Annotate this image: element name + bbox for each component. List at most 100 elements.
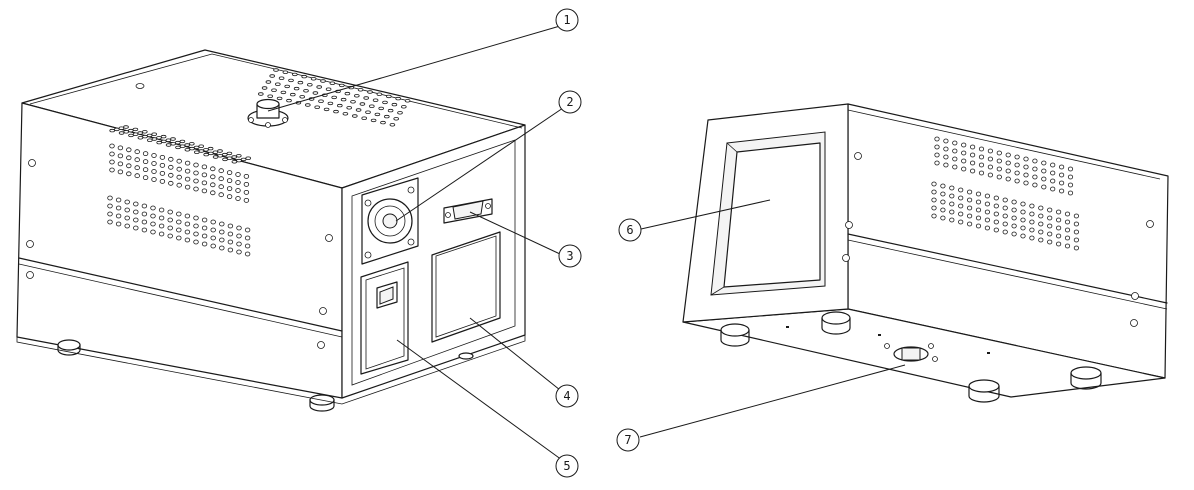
- vent-hole: [245, 156, 252, 160]
- vent-hole: [934, 152, 940, 158]
- vent-hole: [151, 153, 157, 158]
- vent-hole: [395, 96, 402, 101]
- vent-hole: [117, 153, 124, 159]
- vent-hole: [194, 150, 200, 154]
- vent-hole: [931, 197, 937, 203]
- vent-hole: [179, 144, 186, 148]
- vent-hole: [142, 175, 149, 181]
- vent-hole: [165, 138, 172, 142]
- vent-hole: [168, 180, 174, 186]
- vent-hole: [288, 78, 294, 83]
- vent-hole: [966, 213, 973, 219]
- vent-hole: [1056, 241, 1062, 247]
- vent-hole: [949, 185, 955, 191]
- vent-hole: [350, 100, 356, 104]
- vent-hole: [958, 219, 964, 225]
- callout-1-label: 1: [563, 13, 570, 27]
- vent-hole: [1041, 160, 1047, 166]
- callout-3-label: 3: [566, 249, 573, 263]
- vent-hole: [201, 217, 208, 223]
- vent-hole: [176, 158, 182, 164]
- vent-hole: [380, 120, 386, 125]
- vent-hole: [934, 160, 940, 166]
- vent-hole: [996, 174, 1002, 180]
- vent-hole: [1038, 237, 1044, 243]
- vent-hole: [117, 169, 124, 175]
- vent-hole: [304, 103, 311, 107]
- vent-hole: [958, 203, 964, 209]
- vent-hole: [1029, 219, 1035, 225]
- vent-hole: [109, 159, 115, 165]
- vent-hole: [150, 229, 156, 235]
- callout-2: 2: [558, 90, 582, 114]
- vent-hole: [236, 249, 242, 255]
- vent-hole: [201, 164, 208, 170]
- vent-hole: [1032, 166, 1038, 172]
- vent-hole: [236, 154, 242, 158]
- vent-hole: [303, 89, 309, 93]
- callout-4-label: 4: [563, 389, 570, 403]
- vent-hole: [184, 237, 191, 243]
- vent-hole: [193, 170, 199, 176]
- vent-hole: [184, 148, 191, 152]
- vent-hole: [297, 80, 304, 85]
- vent-hole: [966, 197, 973, 203]
- vent-hole: [1020, 233, 1026, 239]
- vent-hole: [271, 88, 277, 92]
- vent-hole: [134, 165, 140, 171]
- vent-hole: [243, 173, 250, 179]
- vent-hole: [128, 128, 134, 133]
- vent-hole: [1020, 225, 1026, 231]
- leader-lines: [267, 25, 906, 461]
- vent-hole: [943, 138, 949, 144]
- vent-hole: [109, 167, 115, 173]
- vent-hole: [236, 158, 242, 163]
- vent-hole: [158, 215, 165, 221]
- vent-hole: [387, 108, 394, 113]
- left-enclosure-view: [16, 49, 526, 412]
- vent-hole: [389, 123, 396, 127]
- vent-hole: [278, 76, 285, 80]
- vent-hole: [280, 90, 287, 95]
- vent-hole: [159, 178, 166, 184]
- vent-hole: [208, 151, 214, 156]
- vent-hole: [159, 154, 166, 160]
- callout-1: 1: [555, 8, 579, 32]
- vent-hole: [210, 166, 216, 172]
- vent-hole: [385, 94, 392, 99]
- vent-hole: [393, 117, 400, 121]
- vent-hole: [975, 191, 982, 197]
- vent-hole: [1023, 172, 1029, 178]
- vent-hole: [193, 186, 199, 192]
- vent-hole: [961, 142, 967, 148]
- vent-hole: [142, 159, 149, 165]
- vent-hole: [1032, 174, 1038, 180]
- vent-hole: [1059, 180, 1065, 186]
- callout-3: 3: [558, 244, 582, 268]
- vent-hole: [975, 207, 982, 213]
- vent-hole: [293, 86, 300, 91]
- vent-hole: [961, 158, 967, 164]
- vent-hole: [236, 233, 242, 239]
- vent-hole: [1029, 203, 1035, 209]
- vent-hole: [226, 170, 233, 176]
- vent-hole: [1011, 231, 1017, 237]
- vent-hole: [993, 211, 999, 217]
- vent-hole: [943, 162, 949, 168]
- vent-hole: [1059, 164, 1065, 170]
- vent-hole: [344, 91, 351, 96]
- vent-hole: [226, 194, 233, 200]
- callout-5: 5: [555, 454, 579, 478]
- vent-hole: [107, 211, 113, 217]
- vent-hole: [198, 144, 205, 148]
- vent-hole: [284, 84, 291, 89]
- vent-hole: [1032, 182, 1038, 188]
- vent-hole: [996, 150, 1002, 156]
- vent-hole: [167, 217, 173, 223]
- vent-hole: [338, 83, 345, 88]
- bottom-connector: [884, 343, 938, 362]
- vent-hole: [109, 143, 115, 149]
- vent-hole: [117, 161, 124, 167]
- vent-hole: [940, 199, 946, 205]
